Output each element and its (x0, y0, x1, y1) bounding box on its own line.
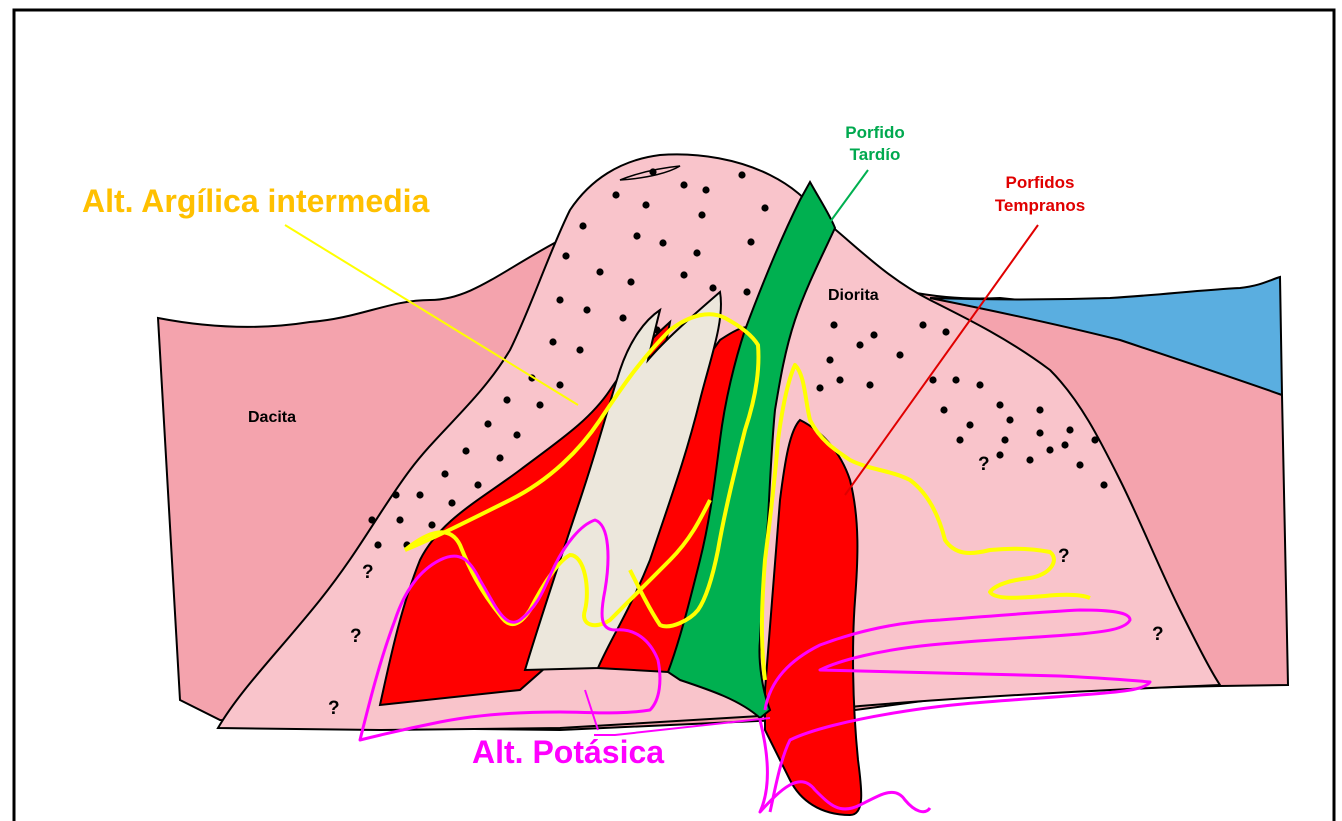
halo-dot (929, 376, 936, 383)
halo-dot (596, 268, 603, 275)
halo-dot (1026, 456, 1033, 463)
label-porfido-tardio-1: Porfido (845, 123, 905, 142)
halo-dot (996, 451, 1003, 458)
halo-dot (826, 356, 833, 363)
halo-dot (1001, 436, 1008, 443)
halo-dot (693, 249, 700, 256)
question-mark: ? (328, 698, 340, 719)
halo-dot (1091, 436, 1098, 443)
halo-dot (619, 314, 626, 321)
halo-dot (1100, 481, 1107, 488)
halo-dot (627, 278, 634, 285)
question-mark: ? (1152, 624, 1164, 645)
halo-dot (536, 401, 543, 408)
halo-dot (474, 481, 481, 488)
halo-dot (1066, 426, 1073, 433)
halo-dot (896, 351, 903, 358)
halo-dot (562, 252, 569, 259)
halo-dot (870, 331, 877, 338)
halo-dot (996, 401, 1003, 408)
label-porfido-tardio-2: Tardío (850, 145, 901, 164)
halo-dot (1046, 446, 1053, 453)
question-mark: ? (350, 626, 362, 647)
label-alt-argilica: Alt. Argílica intermedia (82, 183, 430, 219)
halo-dot (1036, 429, 1043, 436)
halo-dot (738, 171, 745, 178)
label-porfidos-tempranos-1: Porfidos (1006, 173, 1075, 192)
halo-dot (496, 454, 503, 461)
halo-dot (642, 201, 649, 208)
halo-dot (1036, 406, 1043, 413)
halo-dot (747, 238, 754, 245)
halo-dot (956, 436, 963, 443)
halo-dot (484, 420, 491, 427)
halo-dot (743, 288, 750, 295)
halo-dot (940, 406, 947, 413)
question-mark: ? (978, 454, 990, 475)
halo-dot (633, 232, 640, 239)
label-dacita: Dacita (248, 409, 296, 426)
halo-dot (836, 376, 843, 383)
halo-dot (866, 381, 873, 388)
question-mark: ? (362, 562, 374, 583)
halo-dot (549, 338, 556, 345)
porfido-tardio-leader (830, 170, 868, 222)
halo-dot (428, 521, 435, 528)
halo-dot (680, 181, 687, 188)
halo-dot (816, 384, 823, 391)
halo-dot (576, 346, 583, 353)
halo-dot (396, 516, 403, 523)
halo-dot (448, 499, 455, 506)
halo-dot (942, 328, 949, 335)
halo-dot (513, 431, 520, 438)
halo-dot (556, 296, 563, 303)
halo-dot (952, 376, 959, 383)
halo-dot (1076, 461, 1083, 468)
halo-dot (680, 271, 687, 278)
halo-dot (374, 541, 381, 548)
halo-dot (392, 491, 399, 498)
halo-dot (976, 381, 983, 388)
halo-dot (1006, 416, 1013, 423)
halo-dot (416, 491, 423, 498)
halo-dot (702, 186, 709, 193)
halo-dot (698, 211, 705, 218)
halo-dot (649, 168, 656, 175)
label-alt-potasica: Alt. Potásica (472, 734, 664, 770)
halo-dot (462, 447, 469, 454)
label-diorita: Diorita (828, 287, 879, 304)
halo-dot (919, 321, 926, 328)
halo-dot (583, 306, 590, 313)
question-mark: ? (1058, 546, 1070, 567)
halo-dot (441, 470, 448, 477)
halo-dot (1061, 441, 1068, 448)
label-porfidos-tempranos-2: Tempranos (995, 196, 1085, 215)
halo-dot (761, 204, 768, 211)
halo-dot (579, 222, 586, 229)
halo-dot (709, 284, 716, 291)
halo-dot (659, 239, 666, 246)
halo-dot (503, 396, 510, 403)
halo-dot (856, 341, 863, 348)
halo-dot (830, 321, 837, 328)
halo-dot (966, 421, 973, 428)
halo-dot (368, 516, 375, 523)
halo-dot (556, 381, 563, 388)
halo-dot (612, 191, 619, 198)
